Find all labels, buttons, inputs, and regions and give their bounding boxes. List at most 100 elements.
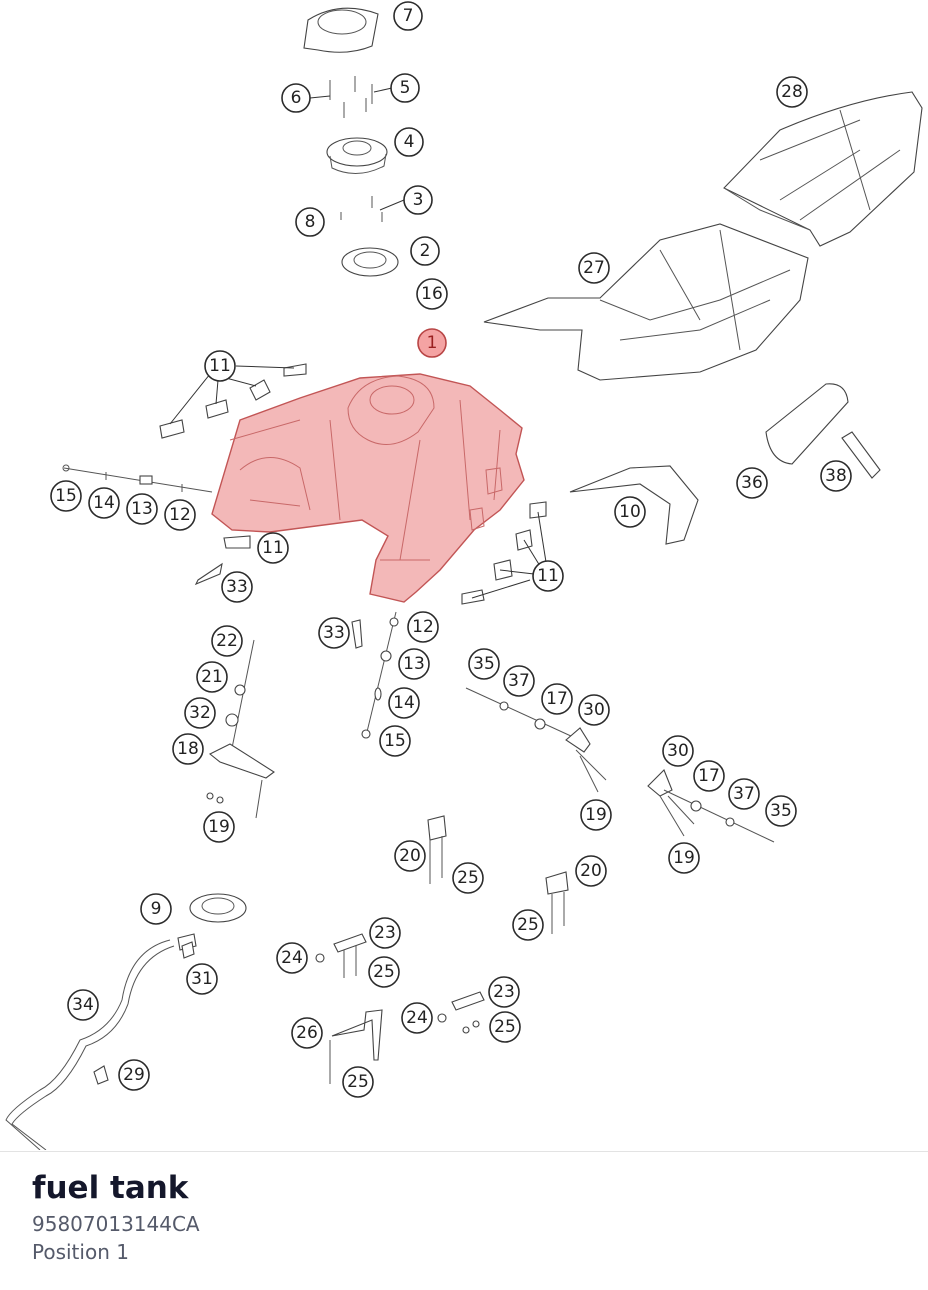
callout-23-b[interactable]: 23 <box>488 976 520 1008</box>
divider <box>0 1151 928 1152</box>
callout-33-a[interactable]: 33 <box>221 571 253 603</box>
part-position: Position 1 <box>32 1240 129 1264</box>
callout-30-b[interactable]: 30 <box>662 735 694 767</box>
callout-11-c[interactable]: 11 <box>532 560 564 592</box>
callout-19-a[interactable]: 19 <box>203 811 235 843</box>
part-info-panel: fuel tank 95807013144CA Position 1 <box>32 1168 200 1266</box>
svg-text:34: 34 <box>72 995 94 1015</box>
callout-19-b[interactable]: 19 <box>580 799 612 831</box>
svg-text:3: 3 <box>413 190 424 210</box>
callout-10[interactable]: 10 <box>614 496 646 528</box>
callout-30-a[interactable]: 30 <box>578 694 610 726</box>
svg-text:25: 25 <box>457 868 479 888</box>
left-bracket-parts <box>206 639 275 819</box>
callout-14-b[interactable]: 14 <box>388 687 420 719</box>
callout-17-a[interactable]: 17 <box>541 683 573 715</box>
callout-24-a[interactable]: 24 <box>276 942 308 974</box>
callout-19-c[interactable]: 19 <box>668 842 700 874</box>
exploded-parts-diagram[interactable]: 7 6 5 4 3 8 2 16 1 28 27 11 36 38 15 14 … <box>0 0 928 1150</box>
callout-1-highlighted[interactable]: 1 <box>417 328 447 358</box>
callout-16[interactable]: 16 <box>416 278 448 310</box>
callout-11-a[interactable]: 11 <box>204 350 236 382</box>
callout-9[interactable]: 9 <box>140 893 172 925</box>
svg-text:36: 36 <box>741 473 763 493</box>
svg-text:27: 27 <box>583 258 605 278</box>
svg-text:24: 24 <box>281 948 303 968</box>
callout-3[interactable]: 3 <box>403 185 433 215</box>
svg-text:13: 13 <box>403 654 425 674</box>
callout-25-d[interactable]: 25 <box>489 1011 521 1043</box>
svg-text:12: 12 <box>169 505 191 525</box>
svg-text:26: 26 <box>296 1023 318 1043</box>
filler-cap-part <box>326 137 388 174</box>
svg-text:20: 20 <box>580 861 602 881</box>
clip-part <box>841 431 881 479</box>
adhesive-pads-part <box>159 363 547 649</box>
rear-seat-part <box>723 91 923 247</box>
callout-25-a[interactable]: 25 <box>452 862 484 894</box>
callout-21[interactable]: 21 <box>196 661 228 693</box>
callout-15-b[interactable]: 15 <box>379 725 411 757</box>
svg-text:23: 23 <box>493 982 515 1002</box>
svg-text:25: 25 <box>517 915 539 935</box>
callout-28[interactable]: 28 <box>776 76 808 108</box>
callout-4[interactable]: 4 <box>394 127 424 157</box>
svg-text:17: 17 <box>698 766 720 786</box>
callout-12-b[interactable]: 12 <box>407 611 439 643</box>
callout-15-a[interactable]: 15 <box>50 480 82 512</box>
svg-text:5: 5 <box>400 78 411 98</box>
callout-25-c[interactable]: 25 <box>368 956 400 988</box>
callout-33-b[interactable]: 33 <box>318 617 350 649</box>
callout-18[interactable]: 18 <box>172 733 204 765</box>
callout-2[interactable]: 2 <box>410 236 440 266</box>
callout-29[interactable]: 29 <box>118 1059 150 1091</box>
callout-23-a[interactable]: 23 <box>369 917 401 949</box>
callout-35-b[interactable]: 35 <box>765 795 797 827</box>
svg-text:1: 1 <box>427 333 438 353</box>
svg-text:18: 18 <box>177 739 199 759</box>
callout-25-b[interactable]: 25 <box>512 909 544 941</box>
callout-22[interactable]: 22 <box>211 625 243 657</box>
callout-11-b[interactable]: 11 <box>257 532 289 564</box>
part-name: fuel tank <box>32 1170 189 1206</box>
svg-text:10: 10 <box>619 502 641 522</box>
callout-6[interactable]: 6 <box>281 83 311 113</box>
callout-34[interactable]: 34 <box>67 989 99 1021</box>
callout-37-b[interactable]: 37 <box>728 778 760 810</box>
svg-text:16: 16 <box>421 284 443 304</box>
callout-35-a[interactable]: 35 <box>468 648 500 680</box>
svg-text:33: 33 <box>323 623 345 643</box>
svg-text:17: 17 <box>546 689 568 709</box>
callout-5[interactable]: 5 <box>390 73 420 103</box>
svg-text:19: 19 <box>585 805 607 825</box>
fuel-tank-part[interactable] <box>211 373 525 603</box>
svg-text:12: 12 <box>412 617 434 637</box>
svg-text:15: 15 <box>55 486 77 506</box>
callout-20-a[interactable]: 20 <box>394 840 426 872</box>
part-number: 95807013144CA <box>32 1212 200 1236</box>
callout-14-a[interactable]: 14 <box>88 487 120 519</box>
callout-7[interactable]: 7 <box>393 1 423 31</box>
svg-text:11: 11 <box>537 566 559 586</box>
svg-text:35: 35 <box>473 654 495 674</box>
callout-37-a[interactable]: 37 <box>503 665 535 697</box>
callout-12-a[interactable]: 12 <box>164 499 196 531</box>
pad-part <box>765 383 849 465</box>
callout-17-b[interactable]: 17 <box>693 760 725 792</box>
callout-13-b[interactable]: 13 <box>398 648 430 680</box>
callout-27[interactable]: 27 <box>578 252 610 284</box>
svg-text:25: 25 <box>494 1017 516 1037</box>
callout-36[interactable]: 36 <box>736 467 768 499</box>
callout-20-b[interactable]: 20 <box>575 855 607 887</box>
callout-24-b[interactable]: 24 <box>401 1002 433 1034</box>
callout-31[interactable]: 31 <box>186 963 218 995</box>
svg-text:7: 7 <box>403 6 414 26</box>
callout-8[interactable]: 8 <box>295 207 325 237</box>
callout-32[interactable]: 32 <box>184 697 216 729</box>
svg-text:28: 28 <box>781 82 803 102</box>
svg-text:30: 30 <box>583 700 605 720</box>
callout-26[interactable]: 26 <box>291 1017 323 1049</box>
callout-38[interactable]: 38 <box>820 460 852 492</box>
callout-13-a[interactable]: 13 <box>126 493 158 525</box>
callout-25-e[interactable]: 25 <box>342 1066 374 1098</box>
